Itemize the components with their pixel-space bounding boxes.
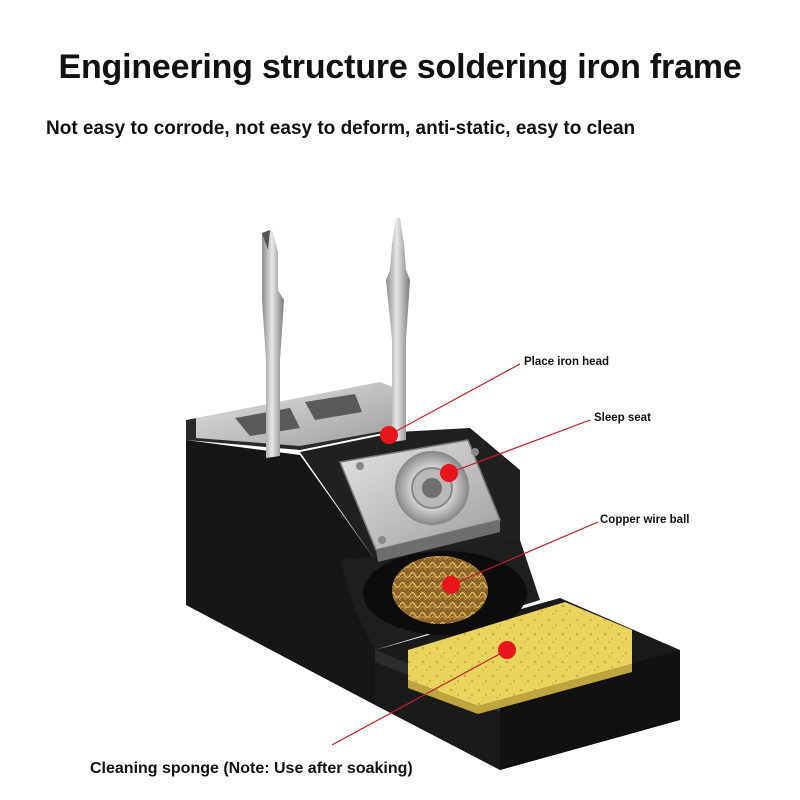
callout-cleaning-sponge: Cleaning sponge (Note: Use after soaking… [90, 760, 413, 777]
callout-copper-wire-ball: Copper wire ball [600, 514, 690, 526]
marker-copper-wire-ball [442, 576, 460, 594]
callout-sleep-seat: Sleep seat [594, 412, 651, 424]
marker-place-iron-head [380, 426, 398, 444]
marker-sleep-seat [440, 464, 458, 482]
tip-holder-plate [196, 382, 400, 446]
copper-wire-ball [363, 551, 527, 635]
page-subtitle: Not easy to corrode, not easy to deform,… [46, 118, 636, 139]
callout-lines [331, 363, 599, 746]
cleaning-sponge [408, 602, 632, 714]
callout-place-iron-head: Place iron head [524, 356, 610, 368]
callout-markers [380, 426, 516, 659]
sleep-seat [338, 439, 502, 562]
page-title: Engineering structure soldering iron fra… [58, 48, 742, 86]
marker-cleaning-sponge [498, 641, 516, 659]
soldering-tip-right [386, 218, 410, 442]
soldering-tip-left [262, 230, 284, 458]
